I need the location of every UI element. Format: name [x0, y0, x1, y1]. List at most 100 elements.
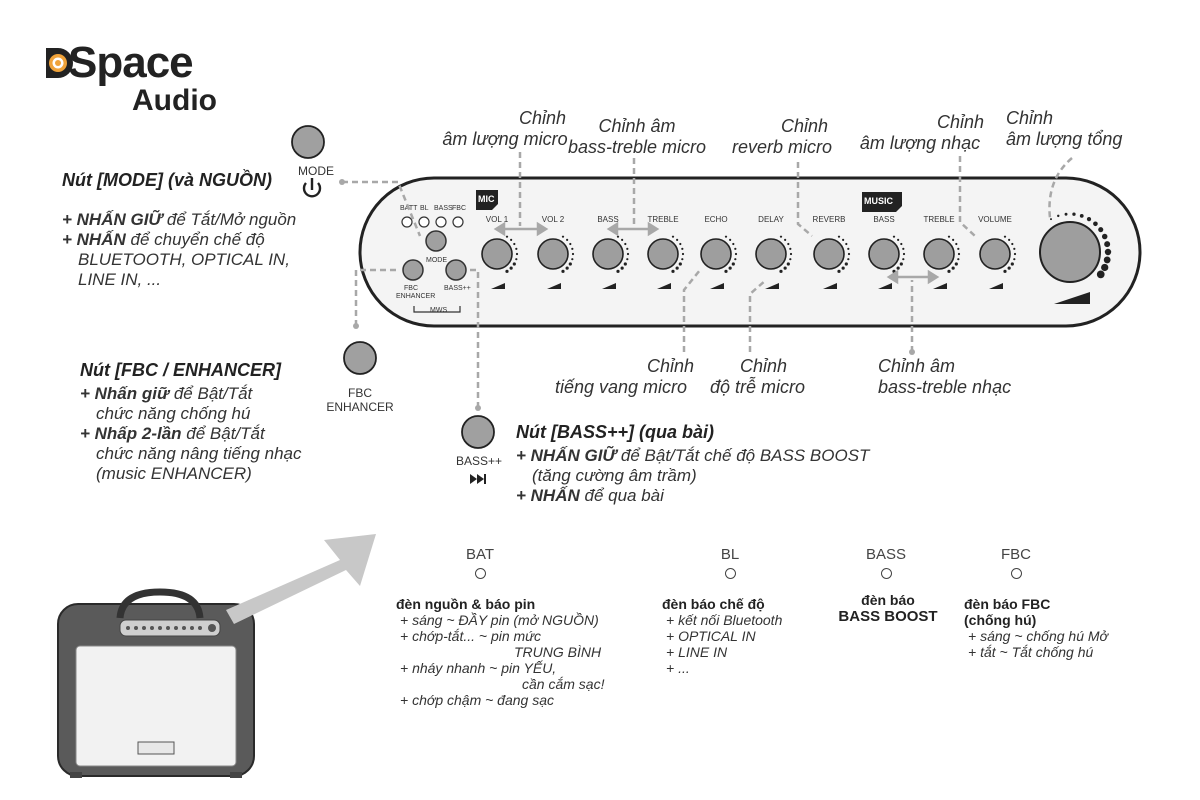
- zoom-arrow-icon: [226, 534, 376, 624]
- label-mic-volume: Chỉnh âm lượng micro: [442, 108, 568, 149]
- led-fbc-indicator: [1011, 568, 1022, 579]
- panel-led-label-bl: BL: [420, 205, 429, 212]
- knob-mic-vol1[interactable]: VOL 1: [481, 215, 519, 289]
- knob-label-music-treble: TREBLE: [923, 215, 954, 224]
- panel-bass-button[interactable]: [445, 259, 467, 281]
- fbc-enhancer-button[interactable]: [343, 341, 377, 375]
- panel-led-label-fbc: FBC: [452, 205, 466, 212]
- speaker-illustration: [57, 588, 255, 778]
- led-bl-name: BL: [720, 546, 740, 563]
- knob-music-treble[interactable]: TREBLE: [923, 215, 961, 289]
- led-fbc-description: đèn báo FBC (chống hú) + sáng ~ chống hú…: [964, 596, 1108, 660]
- knob-mic-delay[interactable]: DELAY: [755, 215, 793, 289]
- knob-body-mic-delay[interactable]: [755, 238, 787, 270]
- music-tag-text: MUSIC: [864, 196, 894, 206]
- knob-label-mic-vol2: VOL 2: [542, 215, 565, 224]
- label-master-volume: Chỉnh âm lượng tổng: [1006, 108, 1123, 149]
- panel-led-bl: [418, 216, 430, 228]
- panel-mode-button[interactable]: [425, 230, 447, 252]
- knob-level-mark-mic-delay: [765, 283, 779, 289]
- mode-button-caption: MODE: [298, 164, 334, 178]
- label-mic-echo: Chỉnh tiếng vang micro: [554, 356, 694, 397]
- leader-endpoints: [339, 179, 915, 411]
- master-volume-knob[interactable]: [1039, 212, 1112, 304]
- leader-lines: [342, 152, 1073, 408]
- knob-label-mic-delay: DELAY: [758, 215, 784, 224]
- knob-level-mark-music-volume: [989, 283, 1003, 289]
- knob-level-mark-mic-vol2: [547, 283, 561, 289]
- knob-body-mic-vol1[interactable]: [481, 238, 513, 270]
- led-bat-description: đèn nguồn & báo pin + sáng ~ ĐẦY pin (mở…: [396, 596, 605, 708]
- next-track-icon: [470, 474, 486, 484]
- knob-music-volume[interactable]: VOLUME: [978, 215, 1017, 289]
- knob-mic-bass[interactable]: BASS: [592, 215, 630, 289]
- knob-mic-reverb[interactable]: REVERB: [813, 215, 851, 289]
- panel-fbc-button[interactable]: [402, 259, 424, 281]
- bass-plus-description: + NHẤN GIỮ để Bật/Tắt chế độ BASS BOOST …: [516, 446, 870, 505]
- label-music-volume: Chỉnh âm lượng nhạc: [859, 112, 984, 153]
- power-icon: [302, 178, 322, 198]
- knob-body-mic-vol2[interactable]: [537, 238, 569, 270]
- knob-body-music-bass[interactable]: [868, 238, 900, 270]
- bass-plus-button[interactable]: [461, 415, 495, 449]
- mic-tag: MIC: [476, 190, 498, 210]
- knob-level-mark-mic-echo: [710, 283, 724, 289]
- knob-music-bass[interactable]: BASS: [868, 215, 906, 289]
- knob-label-mic-bass: BASS: [597, 215, 618, 224]
- led-fbc-name: FBC: [1001, 546, 1031, 563]
- pair-arrows: [493, 221, 940, 285]
- knob-label-mic-treble: TREBLE: [647, 215, 678, 224]
- speaker-badge: [137, 741, 175, 755]
- label-mic-reverb: Chỉnh reverb micro: [731, 116, 833, 157]
- knob-body-mic-reverb[interactable]: [813, 238, 845, 270]
- panel-fbc-label-2: ENHANCER: [396, 293, 435, 300]
- panel-mode-label: MODE: [426, 257, 447, 264]
- knob-label-music-volume: VOLUME: [978, 215, 1012, 224]
- knob-body-music-treble[interactable]: [923, 238, 955, 270]
- panel-led-bass: [435, 216, 447, 228]
- led-bass-indicator: [881, 568, 892, 579]
- knob-body-mic-bass[interactable]: [592, 238, 624, 270]
- knob-label-music-bass: BASS: [873, 215, 894, 224]
- knob-body-mic-treble[interactable]: [647, 238, 679, 270]
- panel-bass-label: BASS++: [444, 285, 471, 292]
- logo-text-space: Space: [68, 38, 194, 87]
- panel-led-fbc: [452, 216, 464, 228]
- bass-plus-caption: BASS++: [455, 454, 503, 468]
- knob-body-music-volume[interactable]: [979, 238, 1011, 270]
- fbc-button-description: + Nhấn giữ để Bật/Tắt chức năng chống hú…: [80, 384, 302, 483]
- knob-label-mic-vol1: VOL 1: [486, 215, 509, 224]
- knob-level-mark-mic-reverb: [823, 283, 837, 289]
- logo-text-audio: Audio: [132, 84, 217, 117]
- led-bass-name: BASS: [865, 546, 907, 563]
- logo-mark-icon: [46, 48, 73, 78]
- fbc-button-caption: FBC ENHANCER: [326, 386, 394, 414]
- panel-led-batt: [401, 216, 413, 228]
- mic-tag-text: MIC: [478, 194, 495, 204]
- knob-label-mic-echo: ECHO: [704, 215, 727, 224]
- knob-row: VOL 1 VOL 2 BASS TREBLE ECHO DELAY REVERB BASS T…: [481, 215, 1017, 289]
- label-mic-delay: Chỉnh độ trễ micro: [710, 356, 806, 397]
- speaker-handle: [116, 588, 204, 619]
- panel-mws-label: MWS: [430, 307, 447, 314]
- label-mic-bass-treble: Chỉnh âm bass-treble micro: [567, 116, 707, 157]
- knob-mic-vol2[interactable]: VOL 2: [537, 215, 575, 289]
- knob-level-mark-mic-vol1: [491, 283, 505, 289]
- mode-button[interactable]: [291, 125, 325, 159]
- knob-mic-treble[interactable]: TREBLE: [647, 215, 685, 289]
- knob-body-mic-echo[interactable]: [700, 238, 732, 270]
- panel-fbc-label-1: FBC: [404, 285, 418, 292]
- music-tag: MUSIC: [862, 192, 902, 212]
- led-bl-description: đèn báo chế độ + kết nối Bluetooth + OPT…: [662, 596, 783, 676]
- knob-level-mark-music-treble: [933, 283, 947, 289]
- knob-level-mark-music-bass: [878, 283, 892, 289]
- led-bl-indicator: [725, 568, 736, 579]
- knob-mic-echo[interactable]: ECHO: [700, 215, 738, 289]
- panel-led-label-bass: BASS: [434, 205, 453, 212]
- led-bat-indicator: [475, 568, 486, 579]
- fbc-button-title: Nút [FBC / ENHANCER]: [80, 360, 281, 380]
- label-music-bass-treble: Chỉnh âm bass-treble nhạc: [878, 356, 1012, 397]
- knob-level-mark-mic-bass: [602, 283, 616, 289]
- bass-plus-title: Nút [BASS++] (qua bài): [516, 422, 715, 442]
